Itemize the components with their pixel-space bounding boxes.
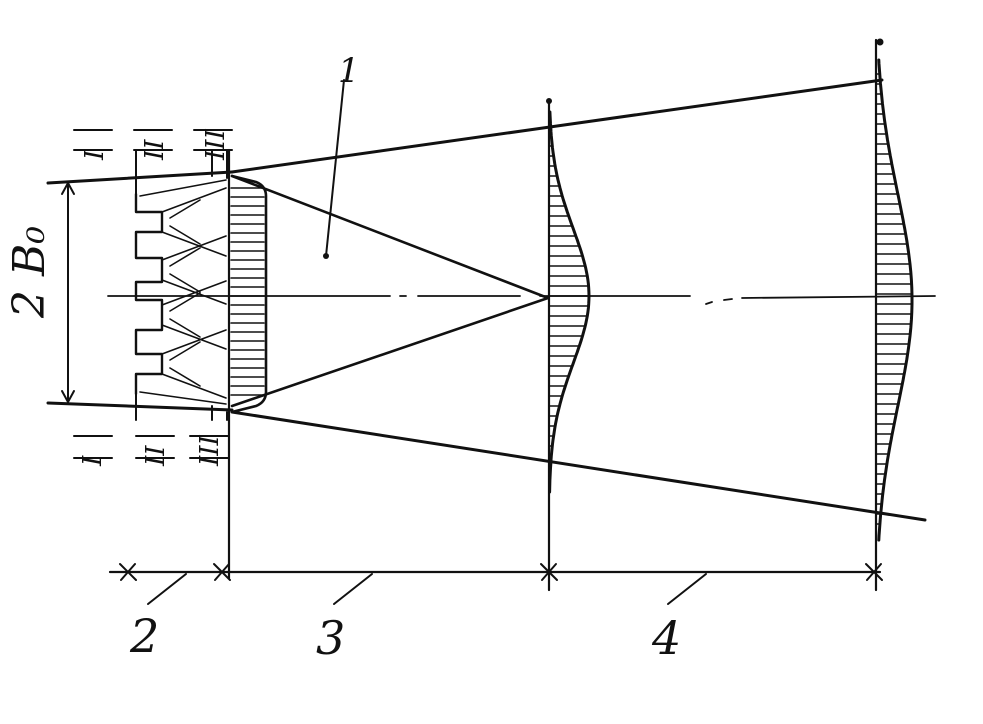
width-label: 2 B₀ [4, 226, 55, 319]
velocity-profile-initial [227, 148, 268, 580]
center-axis [107, 295, 936, 305]
zone-mark-bottom-ii: II [141, 445, 171, 467]
section-label-4: 4 [651, 611, 681, 665]
jet-boundaries [46, 78, 927, 522]
zone-marks: I II III I II III [73, 128, 233, 467]
outer-boundary-bottom [230, 410, 927, 522]
section-label-2: 2 [129, 609, 159, 663]
width-dimension [61, 182, 75, 403]
zone-mark-top-iii: III [201, 128, 231, 161]
zone-mark-bottom-i: I [78, 455, 108, 467]
potential-core-top [230, 174, 550, 300]
zone-mark-top-i: I [80, 149, 110, 161]
velocity-profile-far [874, 38, 914, 592]
initial-section [134, 149, 228, 421]
potential-core-bottom [230, 296, 550, 408]
outer-boundary-top [230, 78, 884, 174]
section-dimension [108, 563, 883, 605]
zone-mark-bottom-iii: III [195, 434, 225, 467]
section-label-3: 3 [316, 611, 345, 665]
leader-1 [323, 79, 345, 259]
velocity-profile-middle [546, 98, 591, 592]
leader-label-1: 1 [338, 51, 360, 91]
